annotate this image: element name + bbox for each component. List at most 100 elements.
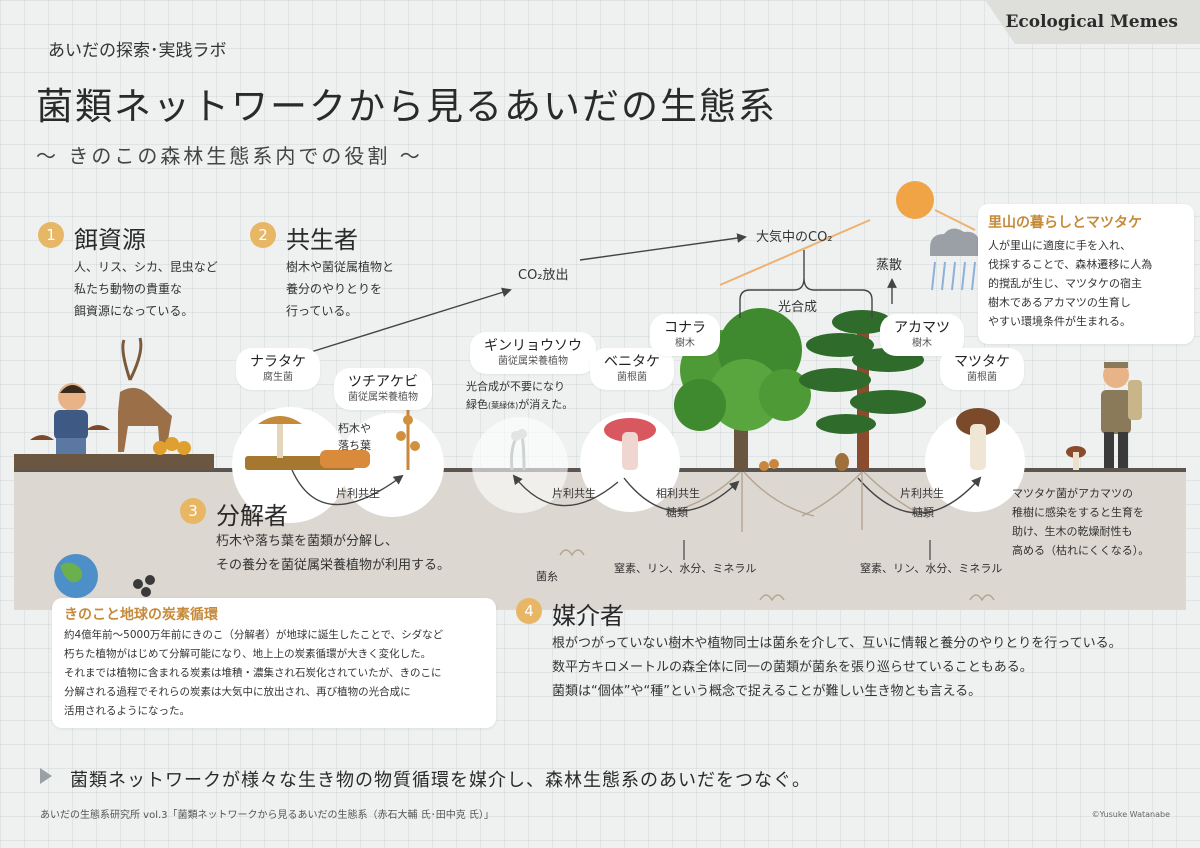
nutrients-label-1: 窒素、リン、水分、ミネラル bbox=[614, 562, 757, 575]
ginryo-note-part: 光合成が不要になり bbox=[466, 380, 565, 393]
organism-name: アカマツ bbox=[894, 320, 950, 336]
benitake-cap bbox=[604, 418, 656, 442]
section-1-body: 人、リス、シカ、昆虫など 私たち動物の貴重な 餌資源になっている。 bbox=[74, 260, 218, 318]
credit: ©Yusuke Watanabe bbox=[1091, 810, 1170, 819]
matsutake-stem bbox=[970, 424, 986, 470]
person-farmer-head bbox=[1103, 362, 1129, 388]
deadwood-label: 朽木や 落ち葉 bbox=[338, 422, 371, 452]
label-benitake: ベニタケ 菌根菌 bbox=[590, 348, 674, 390]
ginryosou-note: 光合成が不要になり 緑色(葉緑体)が消えた。 bbox=[466, 378, 573, 415]
footer-source: あいだの生態系研究所 vol.3「菌類ネットワークから見るあいだの生態系（赤石大… bbox=[40, 810, 494, 821]
organism-type: 菌従属栄養植物 bbox=[498, 356, 568, 367]
section-1-number: 1 bbox=[38, 222, 64, 248]
deer-body bbox=[118, 387, 172, 452]
naratake-stem bbox=[277, 424, 283, 458]
commensal-label-2: 片利共生 bbox=[552, 487, 596, 500]
sun-ray bbox=[719, 219, 871, 286]
tsuchiakebi-circle bbox=[340, 413, 444, 517]
matsutake-note: マツタケ菌がアカマツの 稚樹に感染をすると生育を 助け、生木の乾燥耐性も 高める… bbox=[1012, 487, 1150, 557]
label-matsutake: マツタケ 菌根菌 bbox=[940, 348, 1024, 390]
organism-type: 菌根菌 bbox=[967, 372, 997, 383]
section-4-body: 根がつがっていない樹木や植物同士は菌糸を介して、互いに情報と養分のやりとりを行っ… bbox=[552, 636, 1122, 699]
ginryo-note-part: が消えた。 bbox=[518, 398, 574, 411]
organism-type: 樹木 bbox=[675, 338, 695, 349]
ginryo-note-part: (葉緑体) bbox=[488, 401, 519, 410]
organism-name: ツチアケビ bbox=[348, 374, 418, 390]
organism-type: 樹木 bbox=[912, 338, 932, 349]
co2-release-arrow bbox=[297, 287, 512, 357]
section-3-title: 分解者 bbox=[216, 502, 288, 530]
organism-type: 菌従属栄養植物 bbox=[348, 392, 418, 403]
photosynthesis-label: 光合成 bbox=[778, 300, 818, 315]
sugar-label-1: 糖類 bbox=[666, 506, 688, 519]
section-3-body: 朽木や落ち葉を菌類が分解し、 その養分を菌従属栄養植物が利用する。 bbox=[216, 534, 451, 573]
section-2-number: 2 bbox=[250, 222, 276, 248]
conclusion-bullet bbox=[40, 768, 52, 784]
label-tsuchiakebi: ツチアケビ 菌従属栄養植物 bbox=[334, 368, 432, 410]
series-subhead: あいだの探索･実践ラボ bbox=[48, 41, 227, 61]
sun bbox=[896, 181, 934, 219]
atmospheric-co2-label: 大気中のCO₂ bbox=[756, 230, 833, 245]
conclusion: 菌類ネットワークが様々な生き物の物質循環を媒介し、森林生態系のあいだをつなぐ。 bbox=[70, 770, 811, 791]
co2-to-atmosphere-arrow bbox=[579, 233, 747, 261]
matsutake-cap bbox=[956, 408, 1000, 436]
brand-logo: Ecological Memes bbox=[1005, 12, 1178, 32]
commensal-label-3: 片利共生 bbox=[900, 487, 944, 500]
person-farmer-body bbox=[1101, 390, 1131, 434]
carbon-cycle-box: きのこと地球の炭素循環 約4億年前～5000万年前にきのこ（分解者）が地球に誕生… bbox=[52, 598, 496, 728]
carbon-box-title: きのこと地球の炭素循環 bbox=[64, 607, 218, 623]
satoyama-title: 里山の暮らしとマツタケ bbox=[988, 215, 1142, 231]
organism-type: 腐生菌 bbox=[263, 372, 293, 383]
ginryo-note-part: 緑色 bbox=[466, 398, 488, 411]
cloud bbox=[930, 228, 989, 256]
brand-tab bbox=[985, 0, 1200, 44]
sugar-label-2: 糖類 bbox=[912, 506, 934, 519]
deer-antlers bbox=[121, 337, 143, 381]
section-3-number: 3 bbox=[180, 498, 206, 524]
basket bbox=[1128, 380, 1142, 420]
coal bbox=[133, 579, 143, 589]
acorn bbox=[759, 461, 769, 471]
page-title: 菌類ネットワークから見るあいだの生態系 bbox=[36, 85, 777, 128]
carbon-box-body: 約4億年前～5000万年前にきのこ（分解者）が地球に誕生したことで、シダなど 朽… bbox=[64, 629, 444, 717]
pinecone bbox=[835, 453, 849, 471]
organism-name: ベニタケ bbox=[604, 354, 660, 370]
naratake-cap bbox=[258, 416, 302, 424]
mutual-arc bbox=[623, 477, 740, 512]
section-2-title: 共生者 bbox=[286, 226, 358, 254]
organism-type: 菌根菌 bbox=[617, 372, 647, 383]
commensal-arc-1 bbox=[291, 469, 404, 506]
hyphae-label: 菌糸 bbox=[536, 570, 558, 583]
left-log bbox=[14, 454, 214, 470]
commensal-label-1: 片利共生 bbox=[336, 487, 380, 500]
organism-name: ナラタケ bbox=[250, 354, 306, 370]
label-konara: コナラ 樹木 bbox=[650, 314, 720, 356]
person-child-body bbox=[54, 410, 88, 440]
ginryo-circle bbox=[472, 417, 568, 513]
nutrients-label-2: 窒素、リン、水分、ミネラル bbox=[860, 562, 1003, 575]
commensal-arc-2 bbox=[512, 474, 619, 507]
section-2-body: 樹木や菌従属植物と 養分のやりとりを 行っている。 bbox=[286, 260, 395, 318]
section-1-title: 餌資源 bbox=[74, 226, 146, 254]
organism-name: コナラ bbox=[664, 320, 706, 336]
section-4-title: 媒介者 bbox=[552, 602, 624, 630]
organism-name: ギンリョウソウ bbox=[484, 338, 582, 354]
satoyama-callout: 里山の暮らしとマツタケ 人が里山に適度に手を入れ、 伐採することで、森林遷移に人… bbox=[978, 204, 1194, 344]
section-4-number: 4 bbox=[516, 598, 542, 624]
tsuchiakebi-fruit bbox=[403, 415, 413, 425]
label-akamatsu: アカマツ 樹木 bbox=[880, 314, 964, 356]
pine-canopy bbox=[832, 310, 892, 334]
label-ginryosou: ギンリョウソウ 菌従属栄養植物 bbox=[470, 332, 596, 374]
satoyama-body: 人が里山に適度に手を入れ、 伐採することで、森林遷移に人為 的撹乱が生じ、マツタ… bbox=[988, 239, 1153, 328]
fallen-leaves bbox=[320, 450, 370, 468]
transpiration-label: 蒸散 bbox=[876, 258, 903, 273]
page-subtitle: ～ きのこの森林生態系内での役割 ～ bbox=[36, 144, 423, 168]
organism-name: マツタケ bbox=[954, 354, 1010, 370]
mutual-label: 相利共生 bbox=[656, 487, 700, 500]
label-naratake: ナラタケ 腐生菌 bbox=[236, 348, 320, 390]
roots bbox=[559, 471, 995, 602]
co2-release-label: CO₂放出 bbox=[518, 268, 569, 283]
benitake-stem bbox=[622, 432, 638, 470]
